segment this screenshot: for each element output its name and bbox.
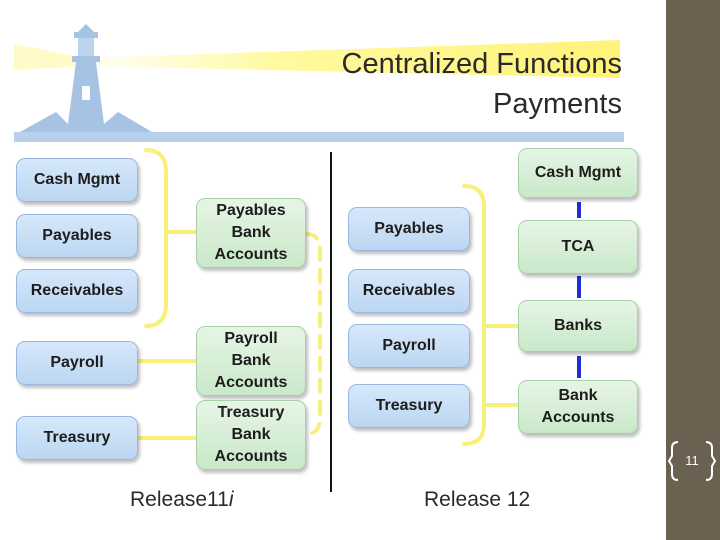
account-line: Accounts [214,374,288,391]
release-11i-main: Release11 [130,488,229,511]
light-beam-left [14,44,86,70]
page-number: 11 [685,453,699,468]
r11-module-label: Treasury [43,429,111,446]
account-line: Accounts [214,246,288,263]
account-line: Bank [231,426,271,443]
r12-module-label: Treasury [375,397,443,414]
account-line: Bank [231,224,271,241]
lighthouse-icon [20,24,152,132]
release-11i-suffix: i [228,488,234,511]
r12-stack-label: Cash Mgmt [534,164,622,181]
slide-subtitle: Payments [493,88,622,120]
r12-tca: TCA [518,220,638,274]
r12-stack-label: Banks [553,317,603,334]
r12-cash-mgmt: Cash Mgmt [518,148,638,198]
r11-module-label: Cash Mgmt [33,171,121,188]
r12-module-receivables: Receivables [348,269,470,313]
account-line: Accounts [541,409,615,426]
r12-banks: Banks [518,300,638,352]
account-line: Treasury [217,404,285,421]
r12-modules-bracket [462,184,486,446]
header-banner [14,24,624,142]
account-line: Bank [558,387,598,404]
page-number-bracket [668,441,716,481]
r12-stack-label: TCA [561,238,595,255]
r11-module-label: Payables [42,227,112,244]
slide-title: Centralized Functions [341,48,622,80]
r11-module-receivables: Receivables [16,269,138,313]
r12-module-label: Payables [374,220,444,237]
account-line: Payroll [224,330,278,347]
header-underline [14,132,624,142]
r11-payables-bank-accounts: Payables Bank Accounts [196,198,306,268]
r12-module-treasury: Treasury [348,384,470,428]
r12-module-label: Payroll [382,337,436,354]
account-line: Payables [216,202,286,219]
light-beam [86,40,620,78]
r11-treasury-bank-accounts: Treasury Bank Accounts [196,400,306,470]
r12-module-payroll: Payroll [348,324,470,368]
r11-module-treasury: Treasury [16,416,138,460]
account-line: Bank [231,352,271,369]
account-line: Accounts [214,448,288,465]
release-12-label: Release 12 [424,488,531,511]
r11-module-payables: Payables [16,214,138,258]
connectors [136,148,581,492]
r11-module-cash-mgmt: Cash Mgmt [16,158,138,202]
r11-accounts-dashed-bracket [304,232,322,436]
r12-bank-accounts: Bank Accounts [518,380,638,434]
r11-modules-bracket [144,148,168,328]
r12-module-label: Receivables [362,282,456,299]
r11-payroll-bank-accounts: Payroll Bank Accounts [196,326,306,396]
r11-module-label: Receivables [30,282,124,299]
r11-module-label: Payroll [50,354,104,371]
r12-module-payables: Payables [348,207,470,251]
r11-module-payroll: Payroll [16,341,138,385]
release-11i-label: Release11i [130,488,234,512]
